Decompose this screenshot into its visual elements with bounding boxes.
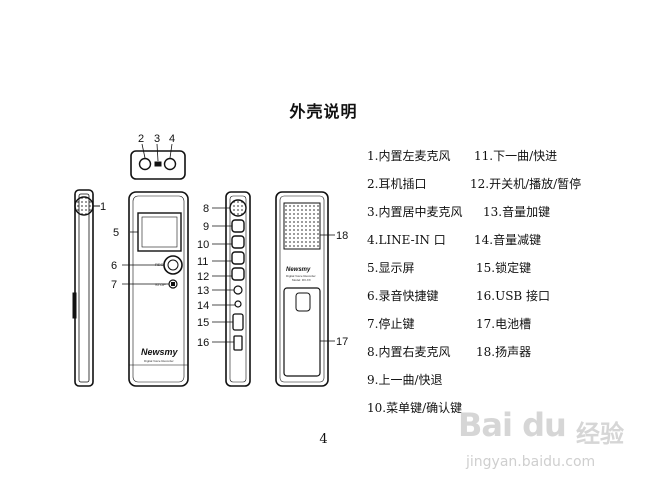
legend-item-7: 7.停止键 <box>367 317 415 331</box>
legend-item-5: 5.显示屏 <box>367 261 415 275</box>
legend-item-15: 15.锁定键 <box>476 261 532 275</box>
rec-label: REC <box>155 262 164 267</box>
legend-item-4: 4.LINE-IN 口 <box>367 233 446 247</box>
callout-13: 13 <box>197 285 209 297</box>
callout-5: 5 <box>113 227 119 239</box>
callout-labels: 1 2 3 4 5 6 7 8 9 10 11 12 13 14 15 16 1… <box>100 133 348 349</box>
top-view <box>130 143 186 180</box>
callout-4: 4 <box>169 133 175 145</box>
legend-item-9: 9.上一曲/快退 <box>367 373 443 387</box>
legend-item-12: 12.开关机/播放/暂停 <box>470 177 582 191</box>
watermark-cn: 经验 <box>576 420 624 448</box>
callout-16: 16 <box>197 337 209 349</box>
page-number: 4 <box>319 432 328 447</box>
front-brand-logo: Newsmy <box>141 347 179 357</box>
back-model: Model: RV-XX <box>292 278 311 282</box>
watermark-url: jingyan.baidu.com <box>466 454 596 470</box>
device-figure: REC STOP Newsmy Digital Voice Recorder N… <box>72 133 348 387</box>
callout-7: 7 <box>111 279 117 291</box>
back-view <box>275 191 329 387</box>
callout-lines <box>122 207 335 343</box>
back-tagline: Digital Voice Recorder <box>286 274 316 278</box>
callout-15: 15 <box>197 317 209 329</box>
legend-item-17: 17.电池槽 <box>476 317 532 331</box>
callout-12: 12 <box>197 271 209 283</box>
callout-2: 2 <box>138 133 144 145</box>
callout-18: 18 <box>336 230 348 242</box>
baidu-watermark: Bai du 经验 jingyan.baidu.com <box>458 406 633 476</box>
callout-14: 14 <box>197 300 209 312</box>
callout-9: 9 <box>203 221 209 233</box>
legend-item-18: 18.扬声器 <box>476 345 532 359</box>
callout-3: 3 <box>154 133 160 145</box>
side-view-buttons <box>225 191 251 387</box>
legend-item-8: 8.内置右麦克风 <box>367 345 451 359</box>
page-title: 外壳说明 <box>289 102 358 121</box>
callout-8: 8 <box>203 203 209 215</box>
front-tagline: Digital Voice Recorder <box>144 359 174 363</box>
side-view-left <box>72 189 94 387</box>
callout-17: 17 <box>336 336 348 348</box>
legend-item-11: 11.下一曲/快进 <box>474 149 558 163</box>
legend-item-14: 14.音量减键 <box>474 233 542 247</box>
callout-1: 1 <box>100 201 106 213</box>
callout-10: 10 <box>197 239 209 251</box>
legend-item-6: 6.录音快捷键 <box>367 289 439 303</box>
legend-item-16: 16.USB 接口 <box>476 289 551 303</box>
legend-item-3: 3.内置居中麦克风 <box>367 205 463 219</box>
legend-item-10: 10.菜单键/确认键 <box>367 401 463 415</box>
legend-item-13: 13.音量加键 <box>483 205 551 219</box>
stop-label: STOP <box>155 282 166 287</box>
callout-6: 6 <box>111 260 117 272</box>
watermark-brand: Bai du <box>458 406 567 444</box>
callout-11: 11 <box>197 256 208 268</box>
legend-item-1: 1.内置左麦克风 <box>367 149 451 163</box>
legend-item-2: 2.耳机插口 <box>367 177 427 191</box>
back-brand-logo: Newsmy <box>286 267 311 273</box>
